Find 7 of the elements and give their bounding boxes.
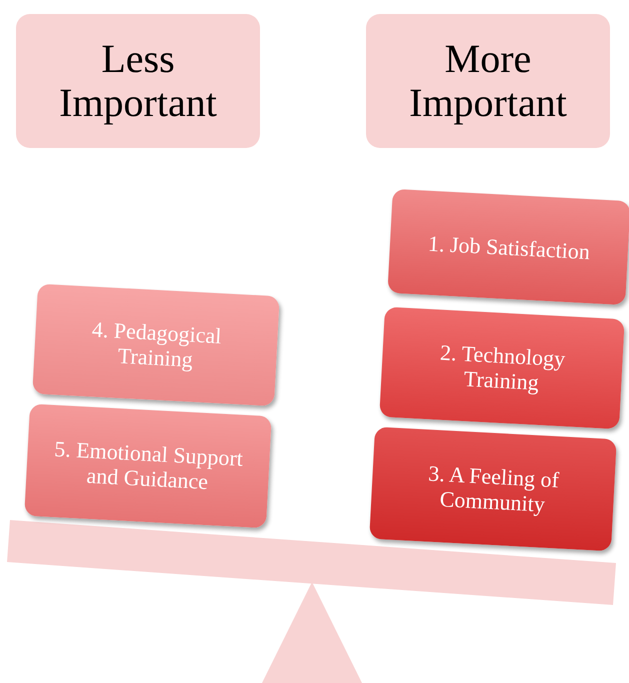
item-card: 2. Technology Training [379,306,625,430]
item-card: 3. A Feeling of Community [369,426,617,552]
category-header: Less Important [16,14,260,148]
item-card: 4. Pedagogical Training [32,284,280,406]
category-header: More Important [366,14,610,148]
item-card: 5. Emotional Support and Guidance [24,404,272,528]
item-card: 1. Job Satisfaction [387,188,629,306]
